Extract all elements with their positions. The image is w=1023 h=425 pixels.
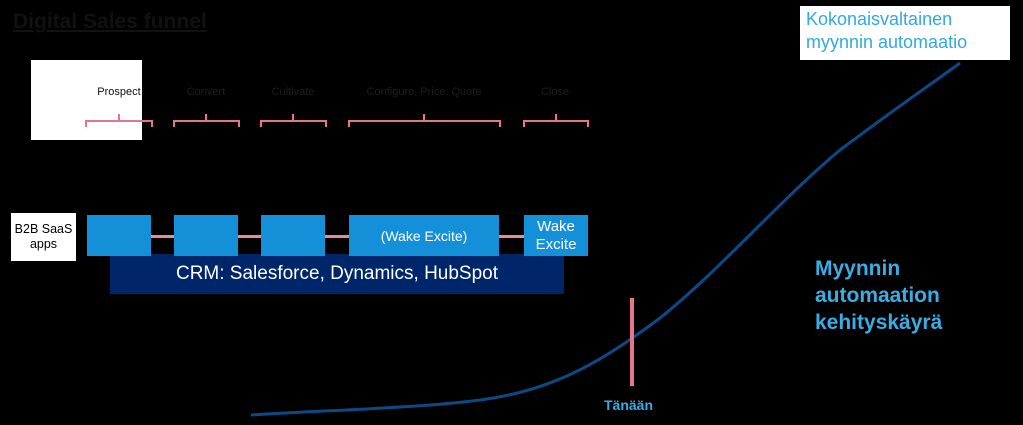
stage-brace-convert [173,114,240,127]
chip-connector [498,235,525,238]
stage-label-cultivate: Cultivate [271,86,315,98]
holistic-automation-label: Kokonaisvaltainen myynnin automaatio [800,6,1010,60]
stage-brace-cultivate [260,114,327,127]
today-label: Tänään [604,397,654,413]
stage-label-convert: Convert [186,86,226,98]
b2b-saas-apps-label: B2B SaaS apps [11,213,76,261]
chip-connector [324,235,350,238]
crm-bar: CRM: Salesforce, Dynamics, HubSpot [110,254,564,294]
integration-chip-convert [174,215,238,256]
chip-connector [150,235,175,238]
integration-chip-prospect [87,215,151,256]
integration-chip-cpq: (Wake Excite) [349,215,499,256]
integration-chip-cultivate [261,215,325,256]
automation-curve [250,61,961,417]
integration-chip-close: Wake Excite [524,215,588,256]
chip-connector [237,235,262,238]
stage-label-configure-price-quote: Configure, Price, Quote [366,86,482,98]
curve-label: Myynnin automaation kehityskäyrä [815,257,943,334]
stage-brace-prospect [85,114,153,127]
stage-label-close: Close [540,86,570,98]
diagram-title: Digital Sales funnel [13,10,207,33]
stage-label-prospect: Prospect [97,86,141,98]
today-marker-line [630,298,634,386]
stage-brace-close [523,114,589,127]
stage-brace-cpq [348,114,501,127]
